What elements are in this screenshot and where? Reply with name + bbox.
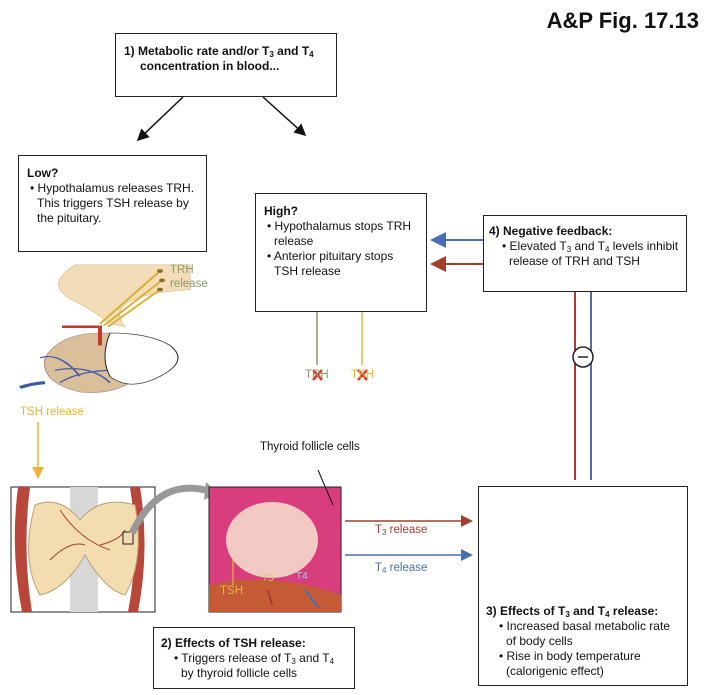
tsh-blocked-label: TSH bbox=[351, 369, 374, 381]
tsh-release-label: TSH release bbox=[20, 406, 84, 418]
box-metabolic-rate: 1) Metabolic rate and/or T3 and T4 conce… bbox=[115, 33, 337, 97]
cross-icon bbox=[357, 369, 368, 381]
figure-label: A&P Fig. 17.13 bbox=[546, 8, 699, 33]
box-high: High? • Hypothalamus stops TRH release •… bbox=[255, 193, 427, 312]
box-low: Low? • Hypothalamus releases TRH. This t… bbox=[18, 155, 207, 252]
cross-icon bbox=[312, 369, 323, 381]
t4-release-label: T4 release bbox=[375, 562, 428, 575]
follicle-illustration bbox=[208, 469, 342, 613]
box-tsh-effects: 2) Effects of TSH release: • Triggers re… bbox=[153, 627, 355, 689]
trh-release-label: TRH release bbox=[170, 264, 208, 290]
t3-release-label: T3 release bbox=[375, 524, 428, 537]
arrow-to-low bbox=[136, 96, 184, 142]
follicle-t3-label: T3 bbox=[262, 573, 274, 584]
follicle-tsh-label: TSH bbox=[220, 585, 243, 597]
trh-blocked-label: TRH bbox=[305, 369, 329, 381]
thyroid-follicle-cells-label: Thyroid follicle cells bbox=[260, 441, 360, 453]
box-t3-t4-effects: 3) Effects of T3 and T4 release: • Incre… bbox=[478, 486, 688, 686]
thyroid-illustration bbox=[10, 482, 218, 613]
box-negative-feedback: 4) Negative feedback: • Elevated T3 and … bbox=[483, 215, 687, 292]
arrow-to-high bbox=[262, 96, 307, 137]
follicle-t4-label: T4 bbox=[296, 571, 308, 582]
pituitary-illustration bbox=[18, 264, 191, 393]
